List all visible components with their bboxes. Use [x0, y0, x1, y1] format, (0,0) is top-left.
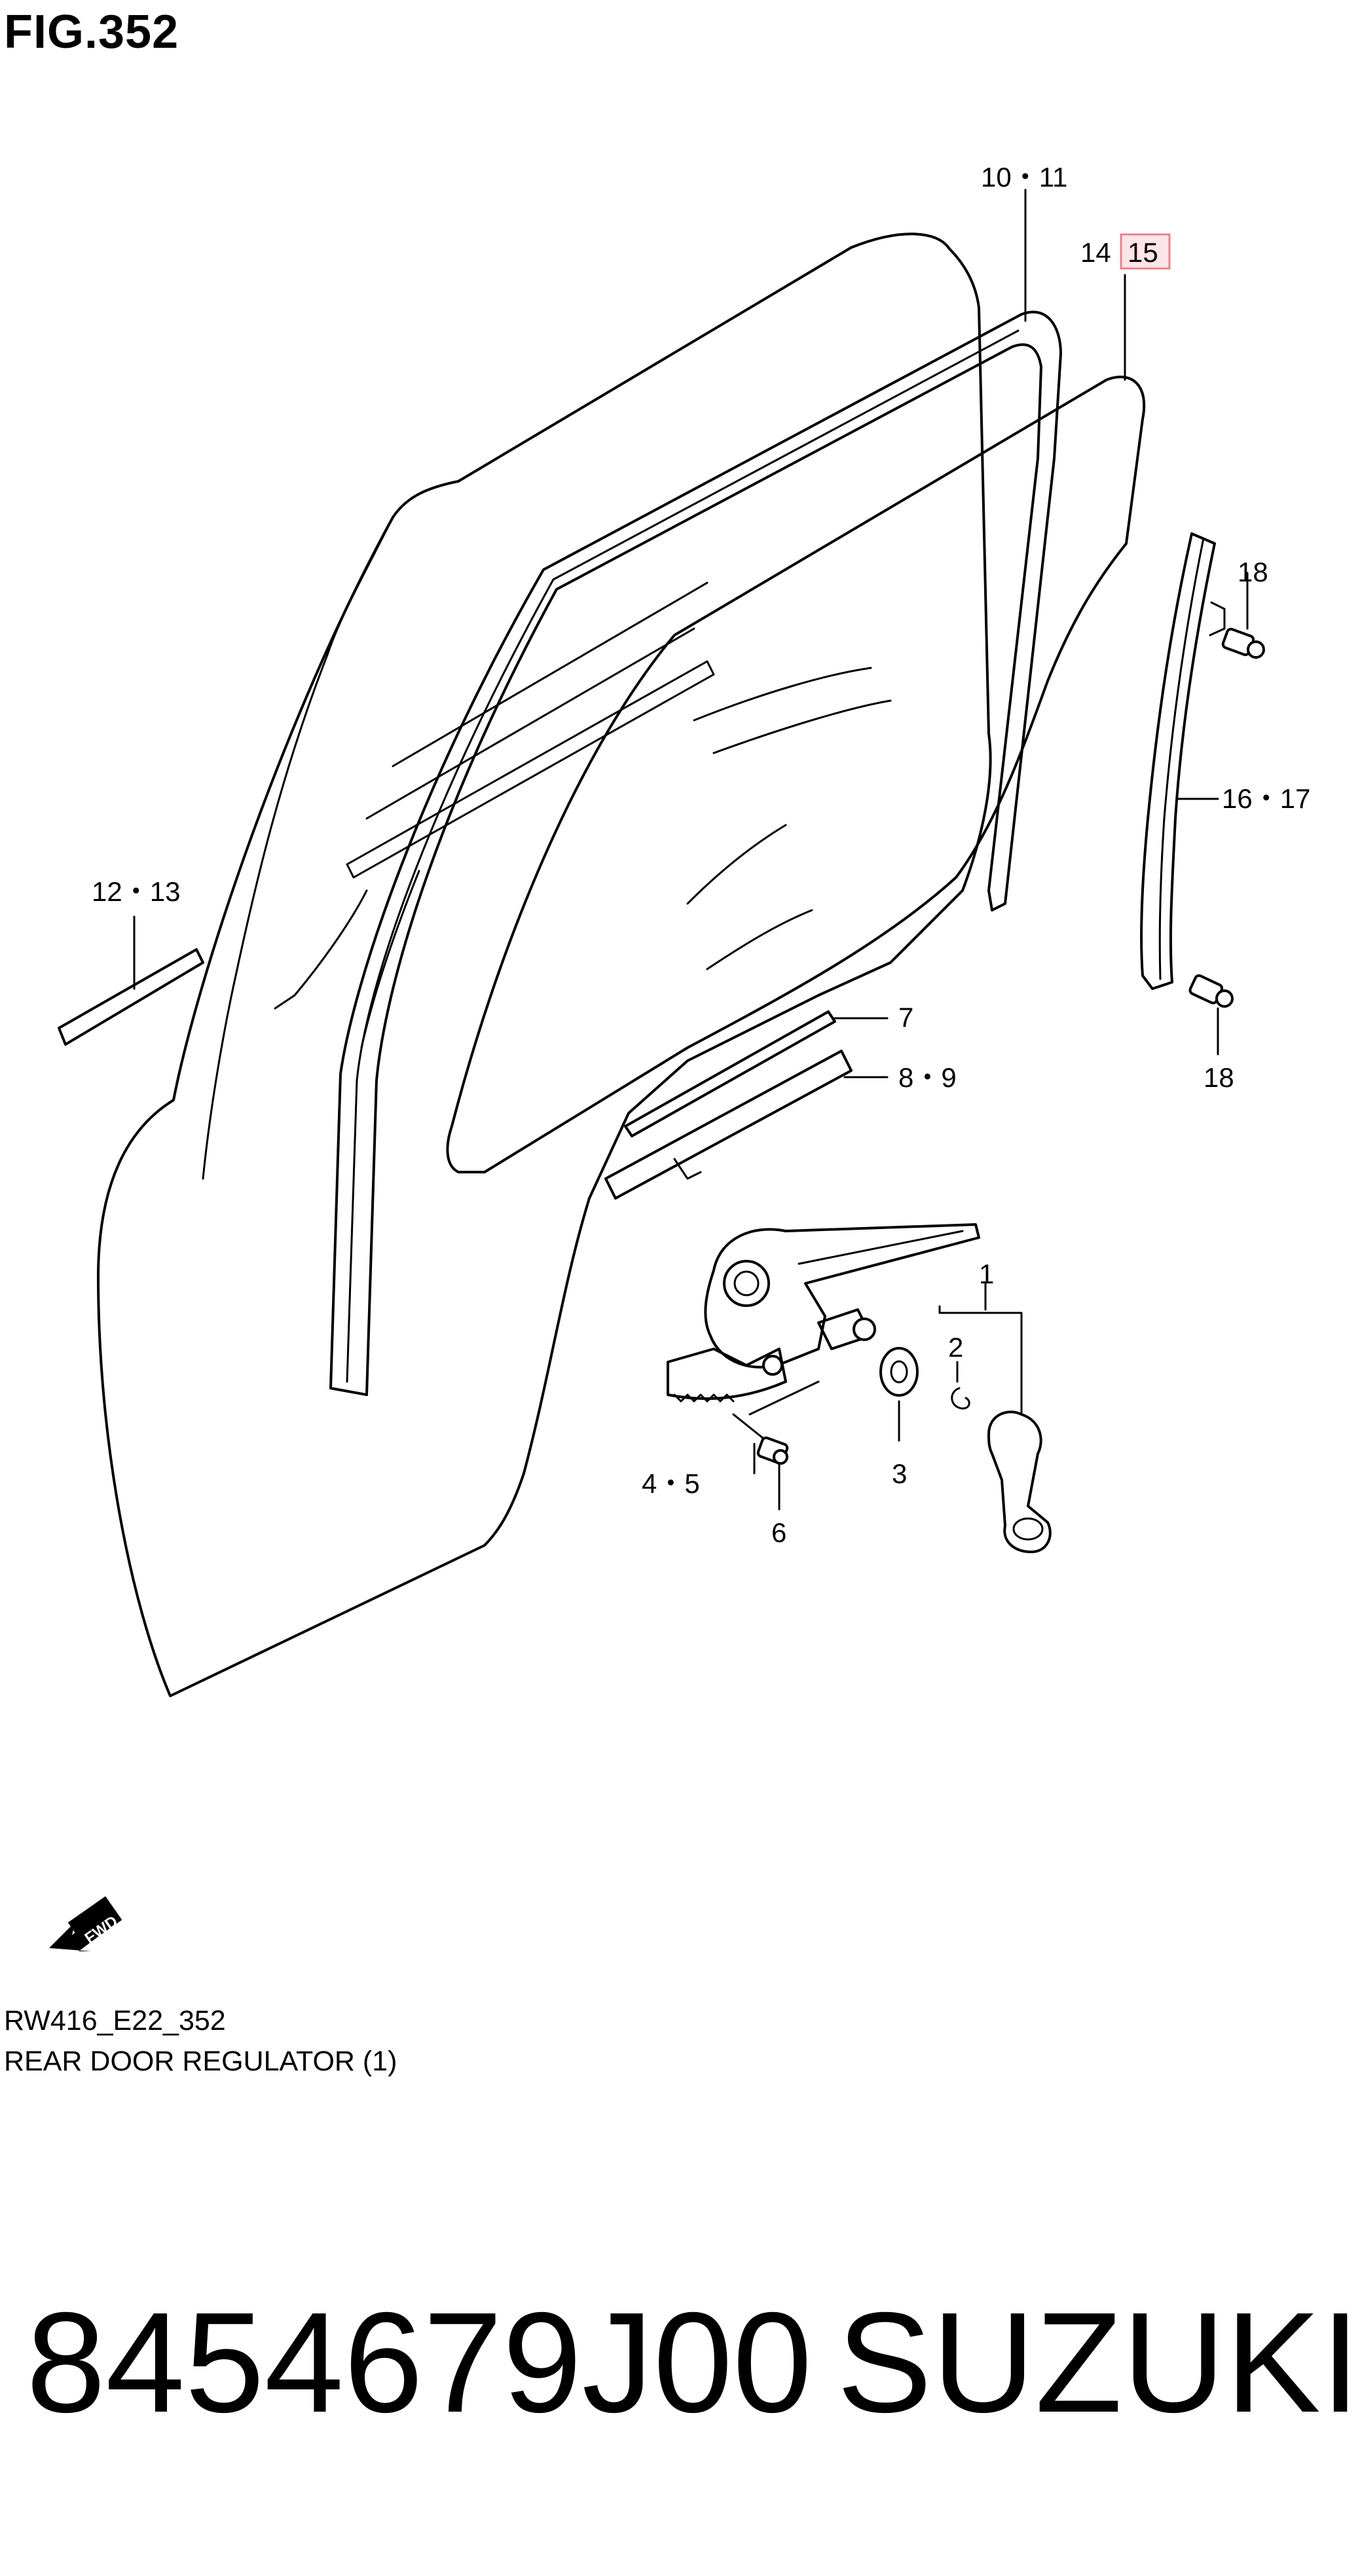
figure-description: REAR DOOR REGULATOR (1) — [4, 2046, 397, 2077]
callout-16-17: 16・17 — [1222, 783, 1310, 814]
callout-7: 7 — [898, 1002, 913, 1033]
retaining-clip — [951, 1361, 970, 1410]
forward-arrow-icon: FWD — [49, 1896, 122, 1951]
exploded-parts-diagram: 10・11 14・ 15 18 16・17 12・13 7 8・9 18 1 2… — [49, 162, 1310, 1951]
part-number: 8454679J00 — [26, 2283, 813, 2442]
callout-6: 6 — [771, 1517, 786, 1548]
callout-2: 2 — [948, 1332, 963, 1363]
leader-lines — [753, 189, 1219, 1475]
door-panel — [97, 232, 992, 1697]
rear-channel — [1140, 532, 1226, 990]
bolt-top — [1221, 572, 1265, 659]
callout-15: 15 — [1128, 237, 1158, 268]
callout-4-5: 4・5 — [642, 1468, 700, 1499]
window-run-channel — [329, 310, 1062, 1396]
window-crank-handle — [938, 1282, 1052, 1553]
callout-15-highlight: 15 — [1120, 233, 1171, 270]
callout-18-top: 18 — [1238, 557, 1268, 587]
callout-8-9: 8・9 — [898, 1062, 957, 1093]
regulator-assembly — [667, 1223, 980, 1442]
bolt-bottom — [1188, 974, 1234, 1056]
inner-seal — [624, 1010, 889, 1137]
washer — [879, 1347, 919, 1442]
screw — [756, 1436, 789, 1511]
callout-3: 3 — [892, 1458, 907, 1489]
outer-molding — [58, 915, 204, 1046]
callout-10-11: 10・11 — [981, 162, 1067, 193]
diagram-panel: FIG.352 — [4, 6, 1311, 2077]
figure-code: RW416_E22_352 — [4, 2005, 226, 2036]
callout-12-13: 12・13 — [92, 876, 180, 907]
outer-seal — [604, 1050, 889, 1200]
brand-name: SUZUKI — [837, 2283, 1360, 2442]
callout-18-bottom: 18 — [1204, 1062, 1234, 1093]
figure-title: FIG.352 — [4, 6, 179, 58]
door-glass — [446, 375, 1146, 1173]
callout-1: 1 — [979, 1259, 994, 1289]
